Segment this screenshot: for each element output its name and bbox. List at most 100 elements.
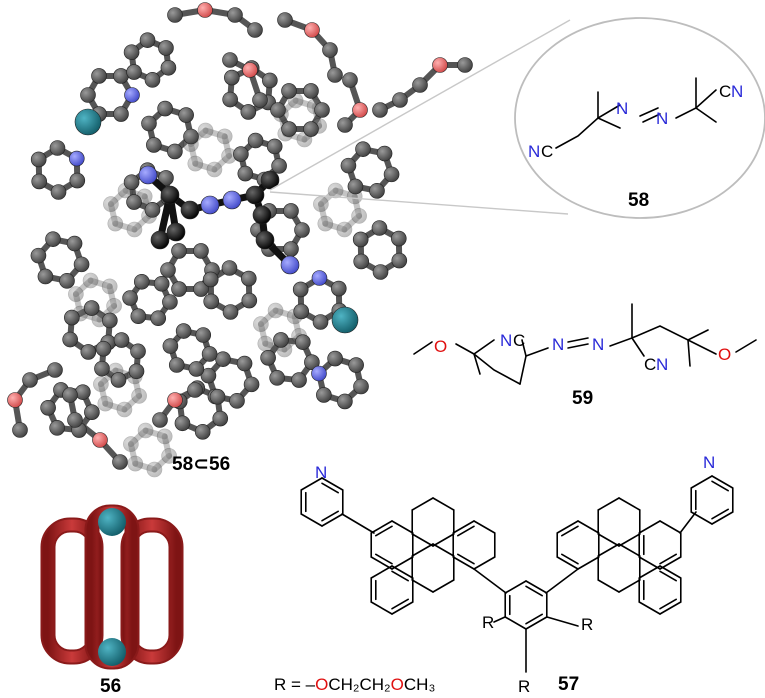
bond [432,497,455,511]
double-bond [659,570,678,582]
guest-atom [245,185,265,205]
carbon-atom [209,388,226,405]
carbon-atom [67,412,83,428]
double-bond [391,570,410,582]
nitrogen-atom [200,195,220,215]
carbon-atom [241,292,258,309]
nitrogen-atom [138,165,158,185]
double-bond [321,482,340,494]
carbon-atom [103,196,119,212]
oxygen-atom [352,102,368,118]
carbon-atom [371,220,388,236]
carbon-atom [97,395,114,412]
guest-atom [255,230,275,250]
carbon-atom [340,157,357,174]
carbon-atom [168,357,185,373]
carbon-atom [227,7,243,23]
carbon-atom [270,102,286,118]
carbon-atom [222,91,238,108]
carbon-atom [233,146,249,162]
bond [638,601,661,615]
bond [341,513,375,534]
nitrogen-atom [311,270,328,286]
bond [659,556,682,570]
carbon-atom [277,12,293,28]
carbon-atom [330,280,347,297]
bond [473,568,507,594]
carbon-atom [160,262,176,278]
carbon-atom [91,68,107,84]
carbon-atom [222,304,239,320]
carbon-atom [47,362,63,378]
nitrogen-atom [311,365,327,382]
oxygen-atom [167,392,183,408]
carbon-atom [376,145,393,162]
bond [411,497,434,511]
nitrile-left-c: C [541,142,553,161]
carbon-atom [161,448,177,464]
carbon-atom [82,272,99,289]
carbon-atom [101,278,118,295]
carbon-atom [137,422,154,439]
double-bond [321,510,340,522]
carbon-atom [269,370,285,386]
zoom-callout [269,17,765,219]
bond [321,477,344,491]
bond [618,497,641,511]
carbon-atom [291,372,307,388]
bond [679,511,697,534]
carbon-atom [144,202,161,218]
carbon-atom [267,302,284,319]
bond [618,533,641,547]
carbon-atom [123,174,140,191]
carbon-atom [31,173,48,190]
bond [452,520,475,534]
bond [473,520,496,534]
carbon-atom [215,351,231,367]
carbon-atom [281,83,297,99]
carbon-atom [336,221,353,238]
carbon-atom [50,184,67,200]
carbon-atom [160,59,177,76]
double-bond [560,553,579,565]
carbon-atom [240,104,257,120]
carbon-atom [150,310,167,327]
bond [659,520,682,534]
carbon-atom [30,151,47,168]
host-guest-ball-and-stick-model [7,2,473,478]
carbon-atom [187,382,203,398]
bond [711,511,734,525]
bond [577,556,600,570]
double-bond [525,613,544,625]
nc-c: C [513,331,525,350]
label-56: 56 [100,676,121,697]
label-58: 58 [628,190,649,211]
carbon-atom [260,350,276,366]
oxygen-atom [7,392,23,408]
oxygen-atom [432,57,448,73]
nitrogen-atom [68,150,85,167]
oxygen-atom [304,22,320,38]
carbon-atom [348,357,364,373]
bond [370,520,393,534]
carbon-atom [203,293,220,310]
bond [659,601,682,615]
carbon-atom [93,376,109,392]
carbon-atom [303,83,319,99]
bond [638,556,661,570]
carbon-atom [303,121,319,137]
carbon-atom [158,170,174,186]
nitrile-right-n: N [731,82,743,101]
azo59-n2: N [592,335,604,354]
guest-atom [166,222,186,242]
carbon-atom [342,72,358,88]
bond [525,616,548,630]
r-definition: R = –OCH₂CH₂OCH₃ [274,675,435,694]
carbon-atom [62,331,78,348]
cage-56-cartoon: 56 [40,504,184,697]
guest-atom [150,230,170,250]
double-bond [659,553,678,565]
bond [411,543,434,557]
carbon-atom [236,355,253,372]
carbon-atom [322,42,338,58]
